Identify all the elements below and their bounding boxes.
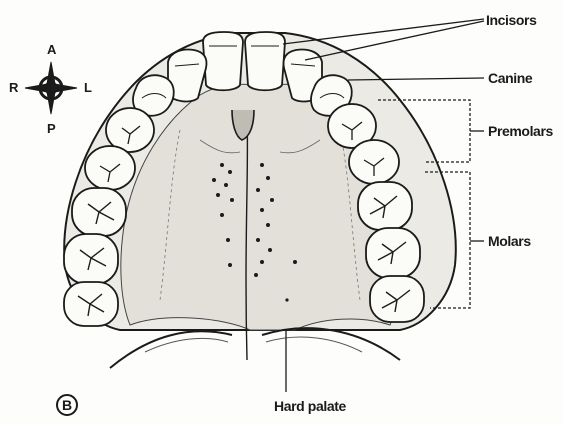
compass-right: R: [9, 80, 18, 95]
central-incisor-left: [203, 32, 243, 90]
compass-anterior: A: [47, 42, 56, 57]
panel-letter-badge: B: [56, 394, 78, 416]
label-premolars: Premolars: [488, 123, 553, 139]
label-incisors: Incisors: [486, 12, 537, 28]
panel-letter: B: [62, 397, 72, 413]
label-canine: Canine: [488, 70, 532, 86]
molar-right-3: [370, 276, 424, 322]
label-molars: Molars: [488, 233, 531, 249]
label-hard-palate: Hard palate: [274, 398, 346, 414]
premolar-right-2: [349, 140, 399, 184]
premolar-left-2: [85, 146, 135, 190]
compass-left: L: [84, 80, 92, 95]
central-incisor-right: [245, 32, 285, 90]
soft-palate-edge-right: [262, 328, 400, 360]
soft-palate-edge-left: [110, 331, 232, 368]
compass-rose-icon: [25, 62, 77, 114]
compass-posterior: P: [47, 121, 56, 136]
